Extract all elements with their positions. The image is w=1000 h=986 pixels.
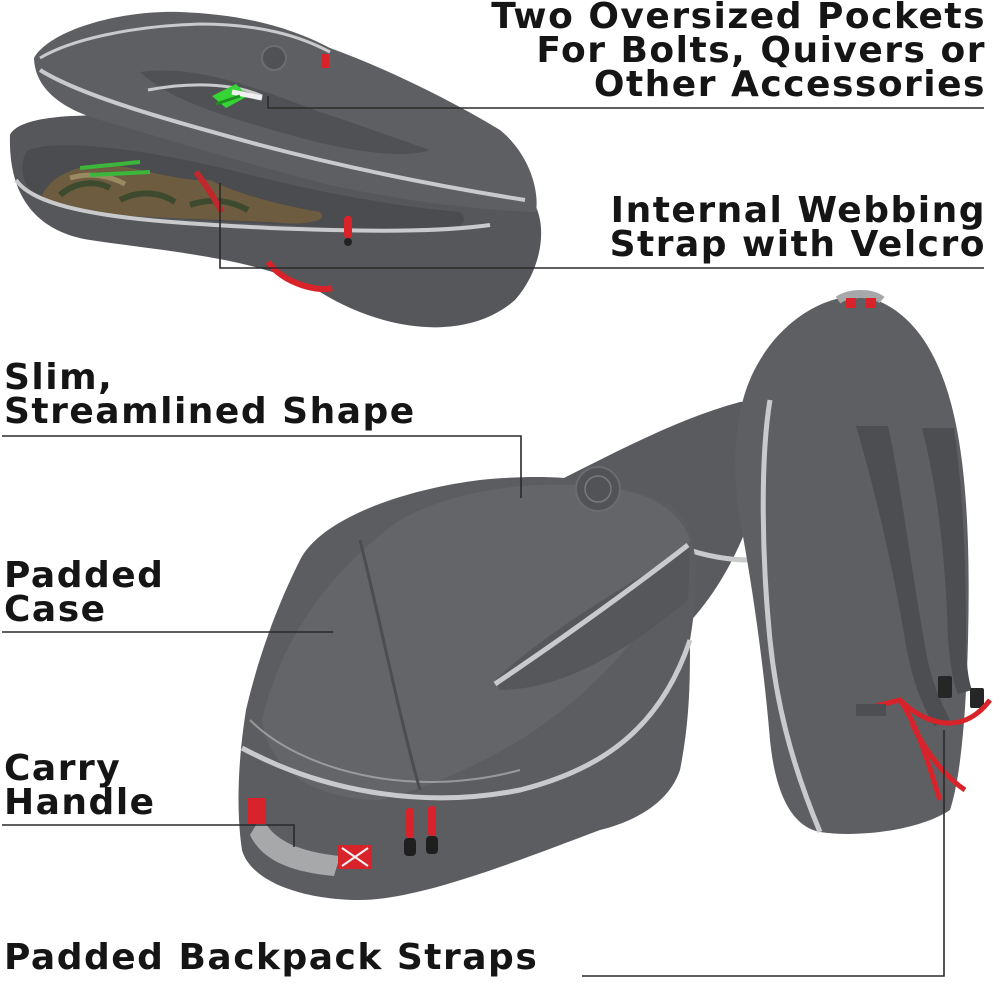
handle-red-tab-left <box>248 798 266 824</box>
leader-pockets <box>267 96 984 109</box>
callout-line: Handle <box>4 782 156 823</box>
callout-two-oversized-pockets: Two Oversized Pockets For Bolts, Quivers… <box>491 0 986 105</box>
top-grab-handle <box>835 290 885 304</box>
lid-pocket <box>140 70 430 154</box>
callout-padded-backpack-straps: Padded Backpack Straps <box>4 937 539 978</box>
callout-line: Carry <box>4 748 122 789</box>
callout-carry-handle: Carry Handle <box>4 748 156 823</box>
callout-line: Internal Webbing <box>610 190 986 231</box>
callout-line: Strap with Velcro <box>609 224 986 265</box>
callout-line: Case <box>4 589 107 630</box>
callout-lines <box>2 96 984 977</box>
backpack-strap-left <box>856 426 950 726</box>
callout-line: Padded Backpack Straps <box>4 937 539 978</box>
brand-logo <box>575 466 621 512</box>
leader-handle <box>2 824 295 847</box>
backpack-strap-right <box>922 428 972 694</box>
case-backpack-section <box>735 296 969 834</box>
callout-line: Padded <box>4 555 165 596</box>
closed-crossbow-case <box>238 290 992 900</box>
leader-straps <box>582 730 945 977</box>
callout-line: Other Accessories <box>593 64 986 105</box>
callout-line: Slim, <box>4 357 114 398</box>
callout-line: Two Oversized Pockets <box>491 0 986 37</box>
strap-red-webbing <box>859 697 992 801</box>
callout-padded-case: Padded Case <box>4 555 165 630</box>
case-raised-lid <box>262 484 690 800</box>
callout-line: For Bolts, Quivers or <box>536 30 986 71</box>
callout-line: Streamlined Shape <box>4 391 416 432</box>
open-crossbow-case <box>9 11 542 328</box>
carry-handle <box>250 815 340 876</box>
brand-logo-top <box>261 45 287 71</box>
bolt-fletching-green <box>79 160 151 177</box>
callout-internal-webbing-strap: Internal Webbing Strap with Velcro <box>609 190 986 265</box>
leader-slim <box>2 435 522 498</box>
callout-slim-streamlined-shape: Slim, Streamlined Shape <box>4 357 416 432</box>
leader-webbing <box>219 183 984 269</box>
